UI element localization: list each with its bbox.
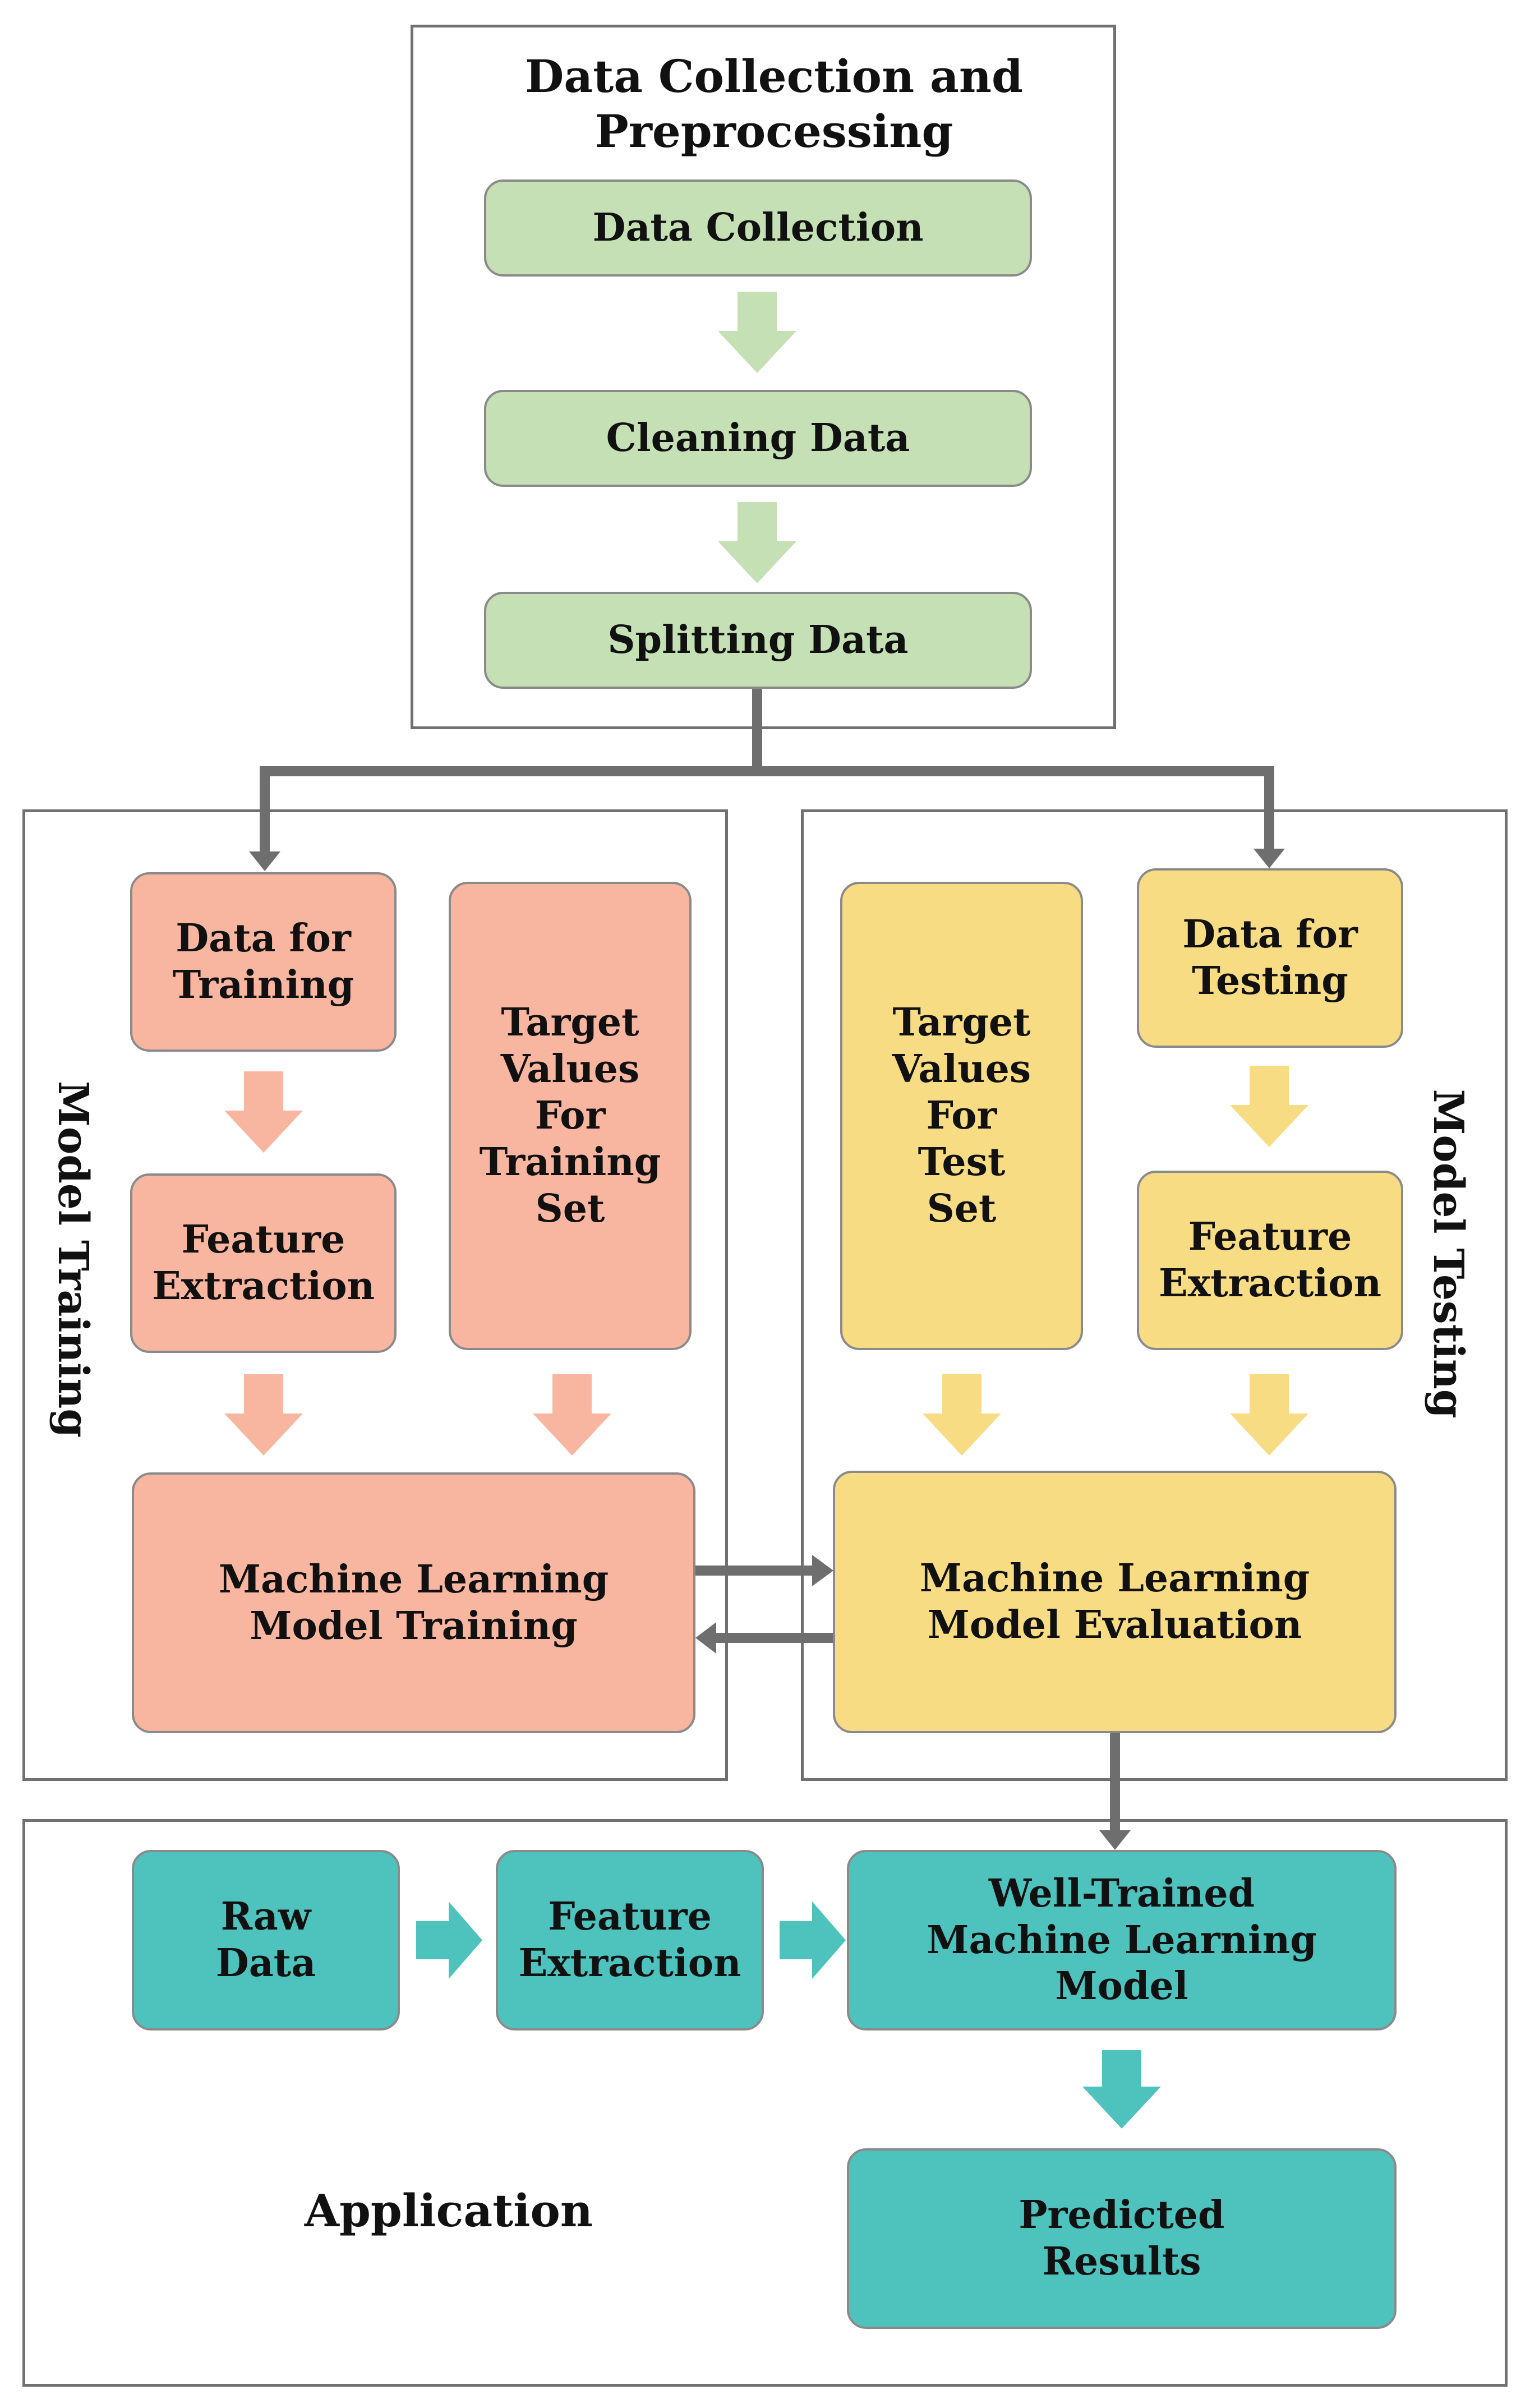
- data-for-testing-box: Data for Testing: [1137, 868, 1403, 1048]
- well-trained-model-box: Well-Trained Machine Learning Model: [847, 1850, 1397, 2031]
- testing-target-values-box: Target Values For Test Set: [840, 882, 1083, 1350]
- cleaning-data-box: Cleaning Data: [484, 390, 1032, 487]
- application-feature-extraction-box: Feature Extraction: [496, 1850, 764, 2031]
- splitting-data-box: Splitting Data: [484, 592, 1032, 689]
- predicted-results-box: Predicted Results: [847, 2148, 1397, 2329]
- training-target-values-box: Target Values For Training Set: [449, 882, 692, 1350]
- raw-data-box: Raw Data: [132, 1850, 400, 2031]
- ml-model-training-box: Machine Learning Model Training: [132, 1472, 695, 1733]
- testing-title: Model Testing: [1424, 1089, 1472, 1419]
- data-collection-box: Data Collection: [484, 179, 1032, 277]
- ml-model-evaluation-box: Machine Learning Model Evaluation: [833, 1471, 1397, 1733]
- training-feature-extraction-box: Feature Extraction: [130, 1173, 397, 1353]
- preprocessing-title: Data Collection and Preprocessing: [525, 50, 1023, 158]
- testing-feature-extraction-box: Feature Extraction: [1137, 1171, 1403, 1350]
- data-for-training-box: Data for Training: [130, 872, 397, 1052]
- application-title: Application: [304, 2184, 593, 2237]
- training-title: Model Training: [49, 1080, 97, 1438]
